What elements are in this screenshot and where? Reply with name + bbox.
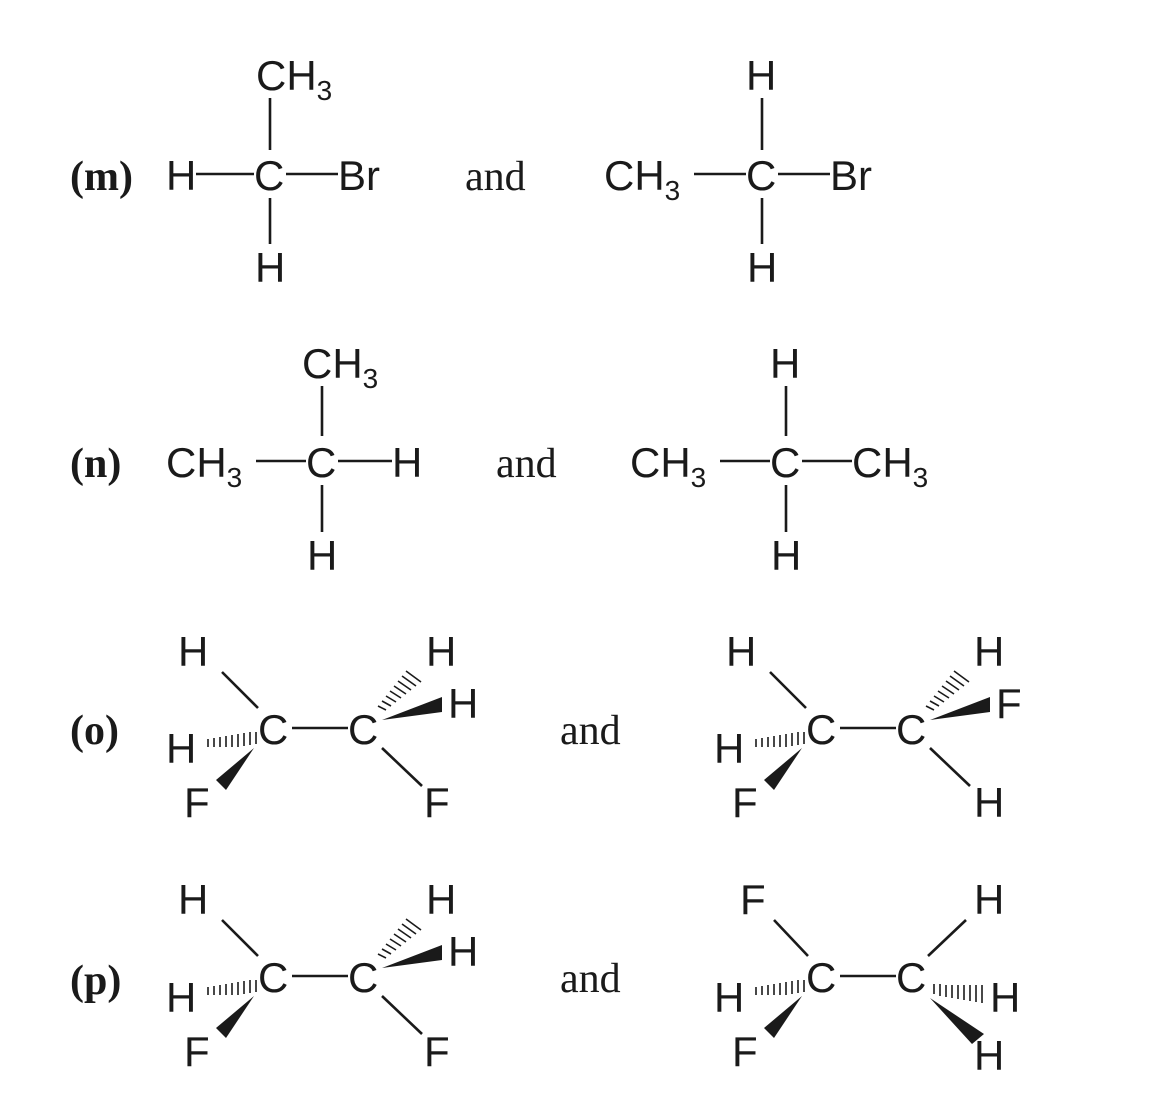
bond-c2-up: [927, 919, 967, 957]
hashed-bond-c1: [755, 732, 805, 747]
structure-o-left: H H F C C H: [166, 628, 478, 826]
conjunction-and: and: [496, 441, 557, 487]
atom-c1-wedge: F: [184, 779, 210, 826]
row-label: (m): [70, 154, 133, 200]
conjunction-and: and: [465, 154, 526, 200]
atom-center: C: [306, 439, 336, 486]
wedge-bond-c2: [930, 998, 984, 1044]
atom-c2-down: H: [974, 779, 1004, 826]
atom-c1: C: [258, 954, 288, 1001]
conjunction-and: and: [560, 956, 621, 1002]
atom-c1-hash: H: [714, 974, 744, 1021]
hashed-bond-c2: [377, 670, 422, 711]
atom-c1: C: [258, 706, 288, 753]
atom-c2-wedge: H: [448, 680, 478, 727]
bond-c1-up: [221, 671, 259, 709]
wedge-bond-c1: [216, 748, 254, 790]
structure-n-left: CH3 CH3 C H H: [166, 340, 422, 579]
wedge-bond-c1: [216, 996, 254, 1038]
atom-top: H: [770, 340, 800, 387]
wedge-bond-c2: [930, 697, 990, 720]
atom-right: Br: [338, 152, 380, 199]
hashed-bond-c1: [207, 980, 257, 995]
atom-c2-up: H: [974, 628, 1004, 675]
bond-c1-up: [769, 671, 807, 709]
atom-right: H: [392, 439, 422, 486]
atom-c1-wedge: F: [184, 1028, 210, 1075]
bond-c2-down: [929, 747, 971, 787]
structure-p-right: F H F C C H: [714, 876, 1020, 1079]
atom-bottom: H: [771, 532, 801, 579]
row-n: (n) CH3 CH3 C H H and H CH3 C CH3 H: [70, 340, 928, 579]
atom-c1-up: H: [178, 876, 208, 923]
wedge-bond-c2: [382, 697, 442, 720]
structure-p-left: H H F C C H: [166, 876, 478, 1075]
atom-left: H: [166, 152, 196, 199]
atom-c1: C: [806, 954, 836, 1001]
atom-top: CH3: [256, 52, 332, 106]
row-o: (o) H H F C C H: [70, 628, 1022, 826]
row-label: (n): [70, 441, 121, 487]
atom-center: C: [254, 152, 284, 199]
hashed-bond-c2: [933, 984, 983, 1003]
atom-c1-wedge: F: [732, 779, 758, 826]
wedge-bond-c1: [764, 748, 802, 790]
atom-top: CH3: [302, 340, 378, 394]
bond-c1-up: [221, 919, 259, 957]
structure-m-right: H CH3 C Br H: [604, 52, 872, 291]
structure-n-right: H CH3 C CH3 H: [630, 340, 928, 579]
atom-c2-up: H: [426, 628, 456, 675]
atom-c1-up: H: [178, 628, 208, 675]
wedge-bond-c2: [382, 945, 442, 968]
atom-bottom: H: [255, 244, 285, 291]
hashed-bond-c2: [925, 670, 970, 711]
atom-c2: C: [896, 706, 926, 753]
row-label: (p): [70, 958, 121, 1004]
atom-bottom: H: [307, 532, 337, 579]
atom-c1-hash: H: [166, 725, 196, 772]
atom-center: C: [746, 152, 776, 199]
hashed-bond-c1: [755, 980, 805, 995]
atom-c2: C: [348, 954, 378, 1001]
hashed-bond-c2: [377, 918, 422, 959]
conjunction-and: and: [560, 708, 621, 754]
atom-center: C: [770, 439, 800, 486]
atom-bottom: H: [747, 244, 777, 291]
row-label: (o): [70, 708, 119, 754]
structure-m-left: CH3 H C Br H: [166, 52, 380, 291]
atom-c1-hash: H: [166, 974, 196, 1021]
atom-left: CH3: [604, 152, 680, 206]
bond-c1-up: [773, 919, 809, 957]
atom-top: H: [746, 52, 776, 99]
atom-c2-up: H: [426, 876, 456, 923]
atom-c2: C: [348, 706, 378, 753]
atom-c2-wedge: H: [974, 1032, 1004, 1079]
atom-c1-up: H: [726, 628, 756, 675]
row-m: (m) CH3 H C Br H and H CH3 C Br H: [70, 52, 872, 291]
atom-left: CH3: [166, 439, 242, 493]
atom-right: CH3: [852, 439, 928, 493]
atom-c2-wedge: H: [448, 928, 478, 975]
wedge-bond-c1: [764, 996, 802, 1038]
atom-c1-hash: H: [714, 725, 744, 772]
atom-c2-hash: H: [990, 974, 1020, 1021]
bond-c2-down: [381, 747, 423, 787]
atom-c2-down: F: [424, 779, 450, 826]
atom-left: CH3: [630, 439, 706, 493]
atom-right: Br: [830, 152, 872, 199]
atom-c1-up: F: [740, 876, 766, 923]
atom-c1-wedge: F: [732, 1028, 758, 1075]
atom-c2-wedge: F: [996, 680, 1022, 727]
atom-c2-down: F: [424, 1028, 450, 1075]
hashed-bond-c1: [207, 732, 257, 747]
atom-c2-up: H: [974, 876, 1004, 923]
bond-c2-down: [381, 995, 423, 1035]
row-p: (p) H H F C C H: [70, 876, 1020, 1079]
atom-c1: C: [806, 706, 836, 753]
structure-o-right: H H F C C H: [714, 628, 1022, 826]
atom-c2: C: [896, 954, 926, 1001]
